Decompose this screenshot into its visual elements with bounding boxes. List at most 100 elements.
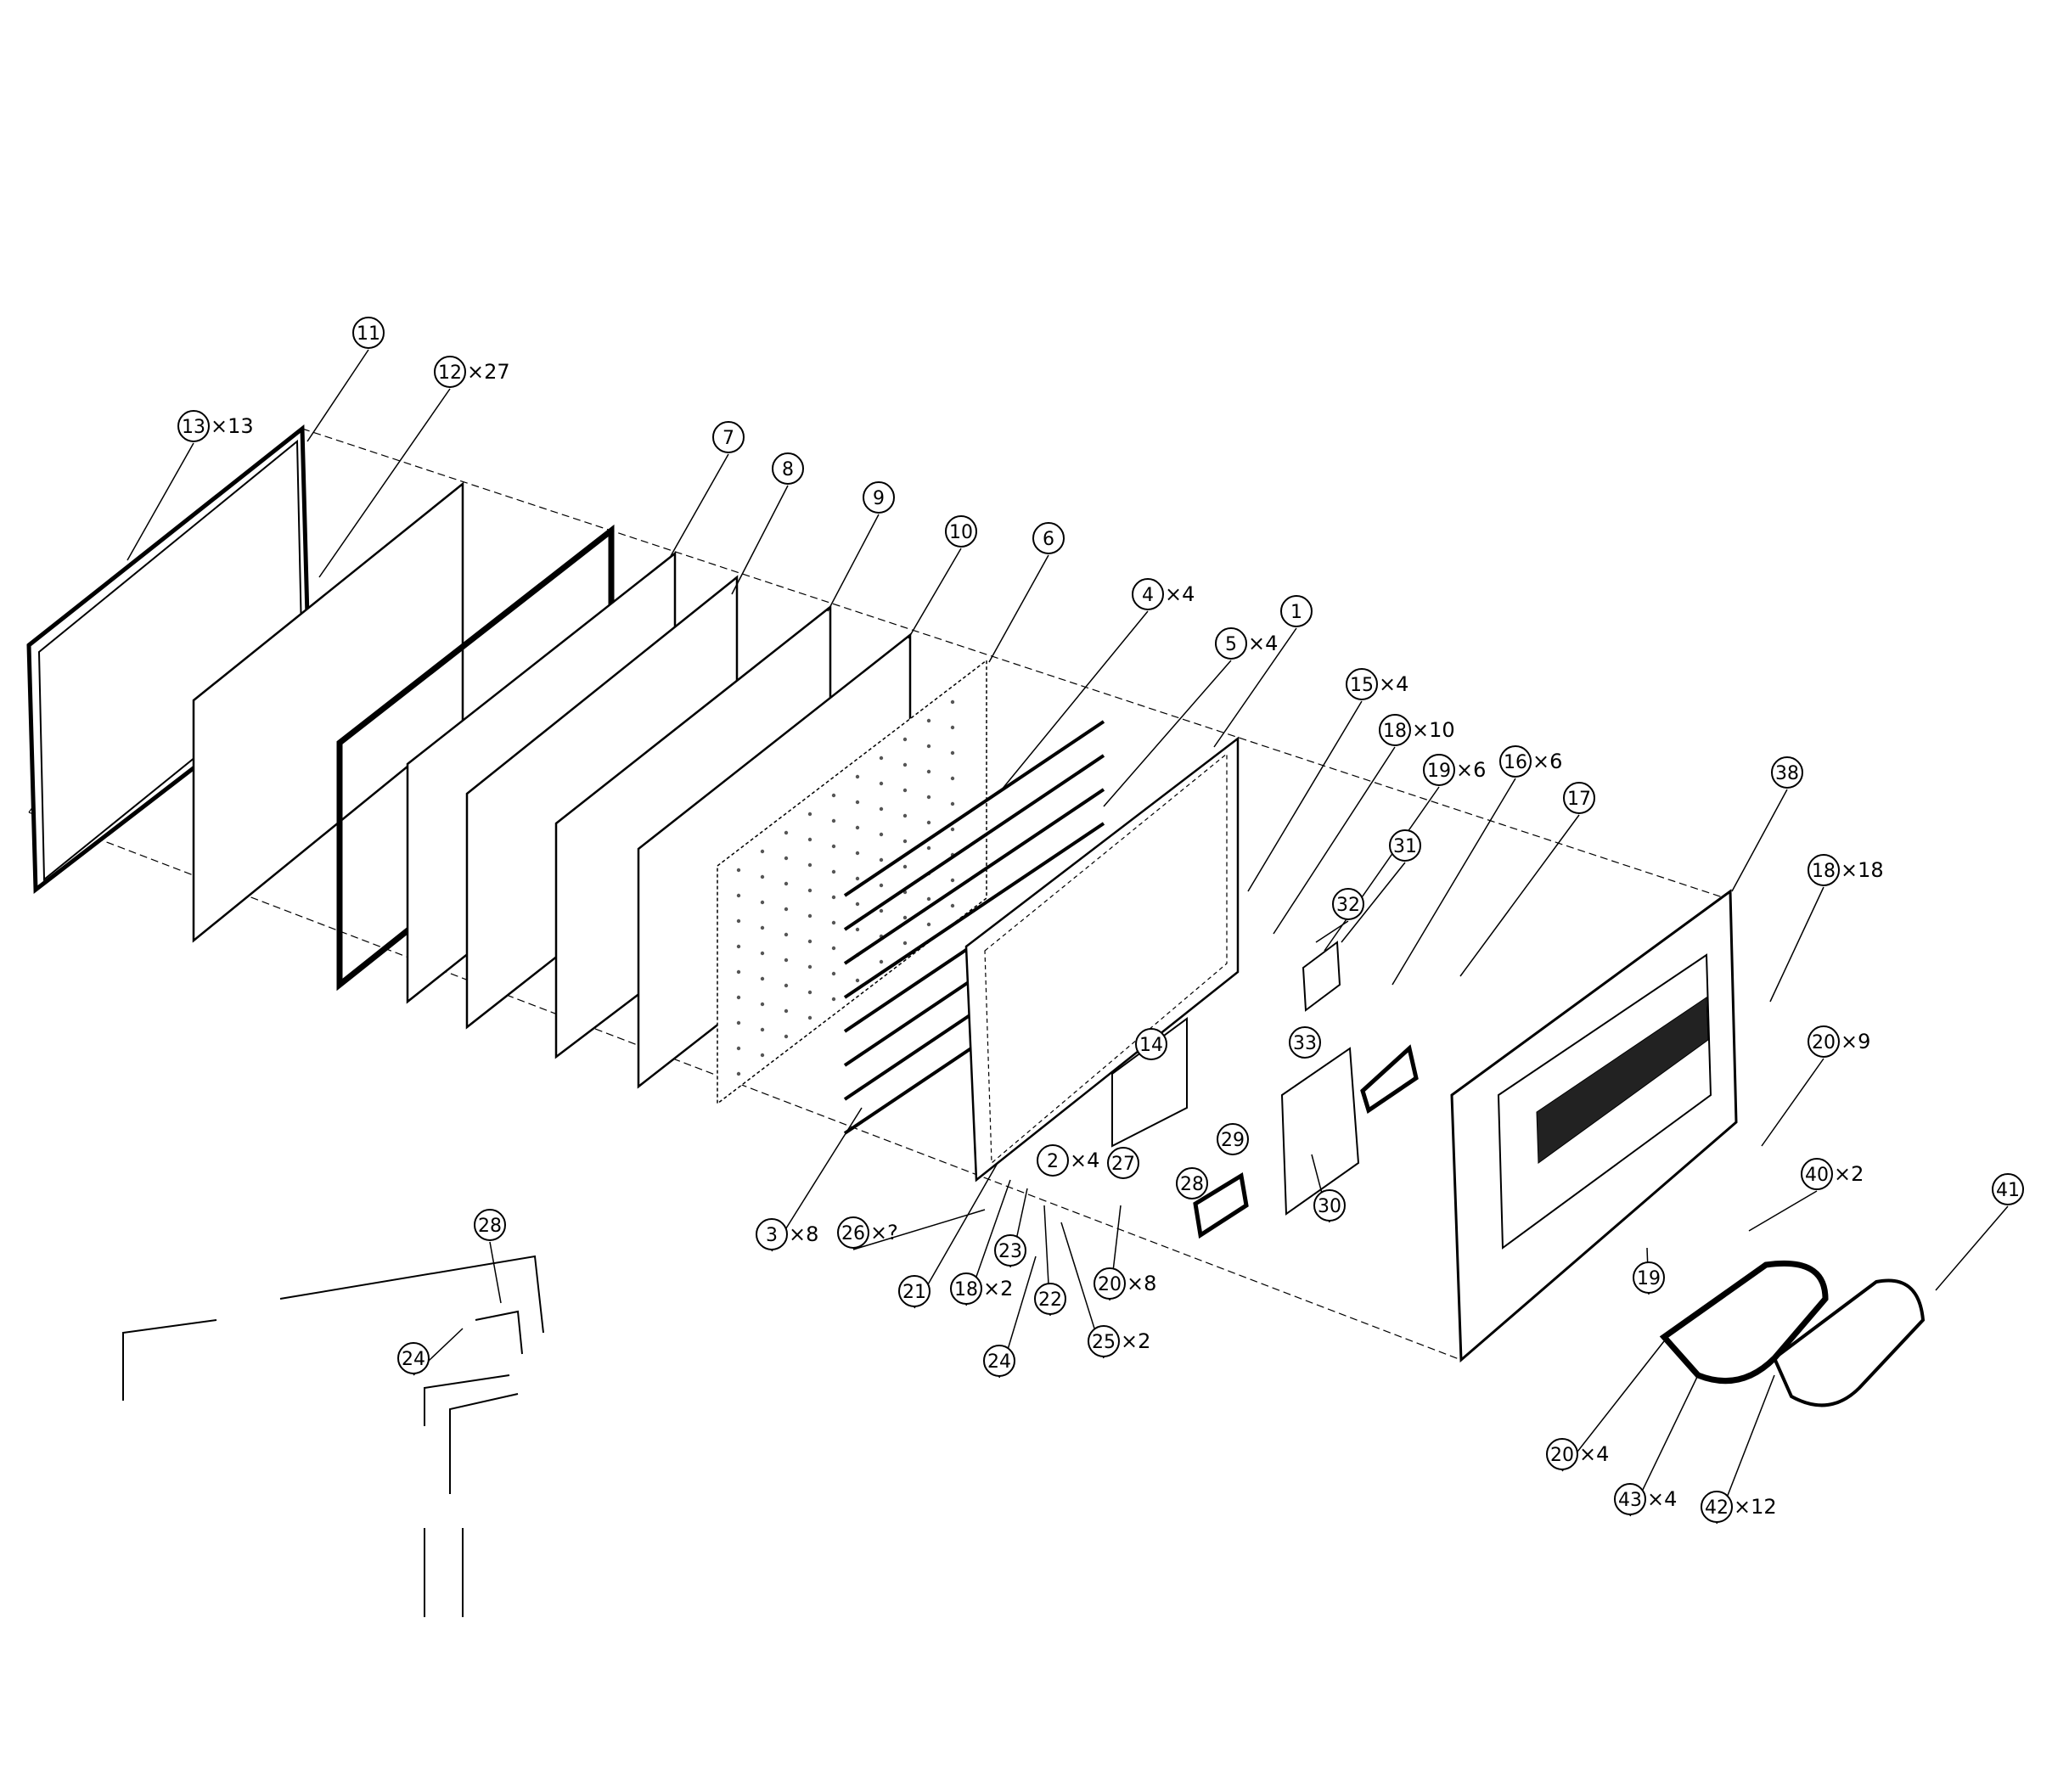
- callout-number: 19: [1637, 1268, 1661, 1289]
- callout-number: 3: [766, 1225, 778, 1246]
- callout-circle: [352, 317, 385, 349]
- callout-circle: [1808, 1025, 1840, 1058]
- reflector-dot: [807, 837, 812, 842]
- main-board: [1280, 1047, 1360, 1216]
- reflector-dot: [879, 883, 884, 888]
- callout-circle: [1034, 1283, 1066, 1315]
- callout-number: 15: [1350, 675, 1374, 696]
- callout-number: 20: [1098, 1274, 1122, 1295]
- reflector-dot: [879, 756, 884, 761]
- reflector-dot: [760, 900, 765, 905]
- reflector-dot: [784, 907, 789, 912]
- callout-number: 4: [1142, 585, 1154, 606]
- reflector-dot: [831, 971, 836, 976]
- callout-circle: [1546, 1438, 1578, 1470]
- callout-circle: [1771, 756, 1803, 789]
- reflector-dot: [807, 1015, 812, 1020]
- callout-circle: [1423, 754, 1455, 786]
- leader-line: [489, 1241, 502, 1304]
- leader-line: [306, 349, 369, 442]
- reflector-dot: [879, 806, 884, 812]
- reflector-dot: [902, 762, 908, 767]
- reflector-dot: [902, 737, 908, 742]
- callout-quantity: ×8: [789, 1222, 818, 1246]
- callout-circle: [1313, 1189, 1346, 1222]
- leader-line: [1935, 1205, 2009, 1291]
- leader-line: [731, 485, 789, 595]
- callout-number: 31: [1393, 836, 1417, 857]
- callout-number: 43: [1618, 1490, 1642, 1511]
- callout-circle: [1032, 522, 1065, 554]
- reflector-dot: [831, 946, 836, 951]
- callout-number: 28: [1180, 1174, 1204, 1195]
- reflector-dot: [879, 857, 884, 862]
- reflector-dot: [950, 878, 955, 883]
- callout-number: 13: [182, 417, 205, 438]
- led-strip: [843, 822, 1105, 999]
- reflector-dot: [926, 896, 931, 902]
- callout-circle: [1107, 1147, 1139, 1179]
- callout-number: 27: [1111, 1154, 1135, 1175]
- reflector-dot: [831, 793, 836, 798]
- leader-line: [1459, 814, 1580, 977]
- callout-number: 9: [873, 488, 885, 509]
- callout-circle: [712, 421, 745, 453]
- callout-number: 41: [1996, 1180, 2020, 1201]
- callout-circle: [950, 1272, 982, 1305]
- reflector-dot: [831, 869, 836, 874]
- leader-line: [1731, 789, 1788, 892]
- callout-number: 21: [902, 1282, 926, 1303]
- reflector-dot: [950, 750, 955, 756]
- reflector-dot: [760, 1002, 765, 1007]
- reflector-dot: [784, 1034, 789, 1039]
- callout-circle: [1499, 745, 1532, 778]
- callout-quantity: ×6: [1532, 750, 1562, 773]
- reflector-dot: [736, 944, 741, 949]
- reflector-dot: [926, 820, 931, 825]
- reflector-dot: [926, 795, 931, 800]
- callout-quantity: ×18: [1841, 858, 1884, 882]
- callout-circle: [863, 481, 895, 514]
- cable-sketches: [122, 1255, 544, 1617]
- reflector-dot: [926, 845, 931, 851]
- leader-line: [1561, 1340, 1665, 1472]
- callout-number: 17: [1567, 789, 1591, 810]
- reflector-dot: [831, 818, 836, 823]
- callout-number: 8: [782, 459, 794, 480]
- reflector-dot: [807, 990, 812, 995]
- callout-circle: [1346, 668, 1378, 700]
- callout-circle: [1094, 1267, 1126, 1300]
- callout-number: 19: [1427, 761, 1451, 782]
- leader-line: [1273, 746, 1396, 935]
- reflector-dot: [902, 839, 908, 844]
- reflector-dot: [855, 800, 860, 805]
- reflector-dot: [807, 812, 812, 817]
- leader-line: [1341, 862, 1406, 943]
- leader-line: [1001, 610, 1149, 790]
- leader-line: [1761, 1058, 1824, 1147]
- led-strip: [843, 788, 1105, 965]
- reflector-dot: [855, 927, 860, 932]
- reflector-dot: [807, 862, 812, 868]
- leader-line: [1769, 886, 1824, 1003]
- callout-number: 14: [1139, 1035, 1163, 1056]
- reflector-dot: [855, 851, 860, 856]
- callout-number: 22: [1038, 1289, 1062, 1311]
- callout-number: 5: [1225, 634, 1237, 655]
- callout-number: 24: [402, 1349, 425, 1370]
- stand-base: [1772, 1278, 1926, 1407]
- callout-quantity: ×4: [1248, 632, 1278, 655]
- callout-quantity: ×2: [983, 1277, 1013, 1300]
- reflector-dot: [784, 932, 789, 937]
- leader-line: [670, 453, 729, 557]
- reflector-dot: [855, 902, 860, 907]
- callout-number: 42: [1705, 1497, 1729, 1519]
- reflector-dot: [784, 1008, 789, 1014]
- reflector-dot: [784, 881, 789, 886]
- reflector-dot: [736, 893, 741, 898]
- reflector-dot: [950, 827, 955, 832]
- reflector-dot: [926, 922, 931, 927]
- speaker-left: [1193, 1171, 1249, 1239]
- callout-number: 16: [1504, 752, 1527, 773]
- reflector-dot: [736, 1020, 741, 1025]
